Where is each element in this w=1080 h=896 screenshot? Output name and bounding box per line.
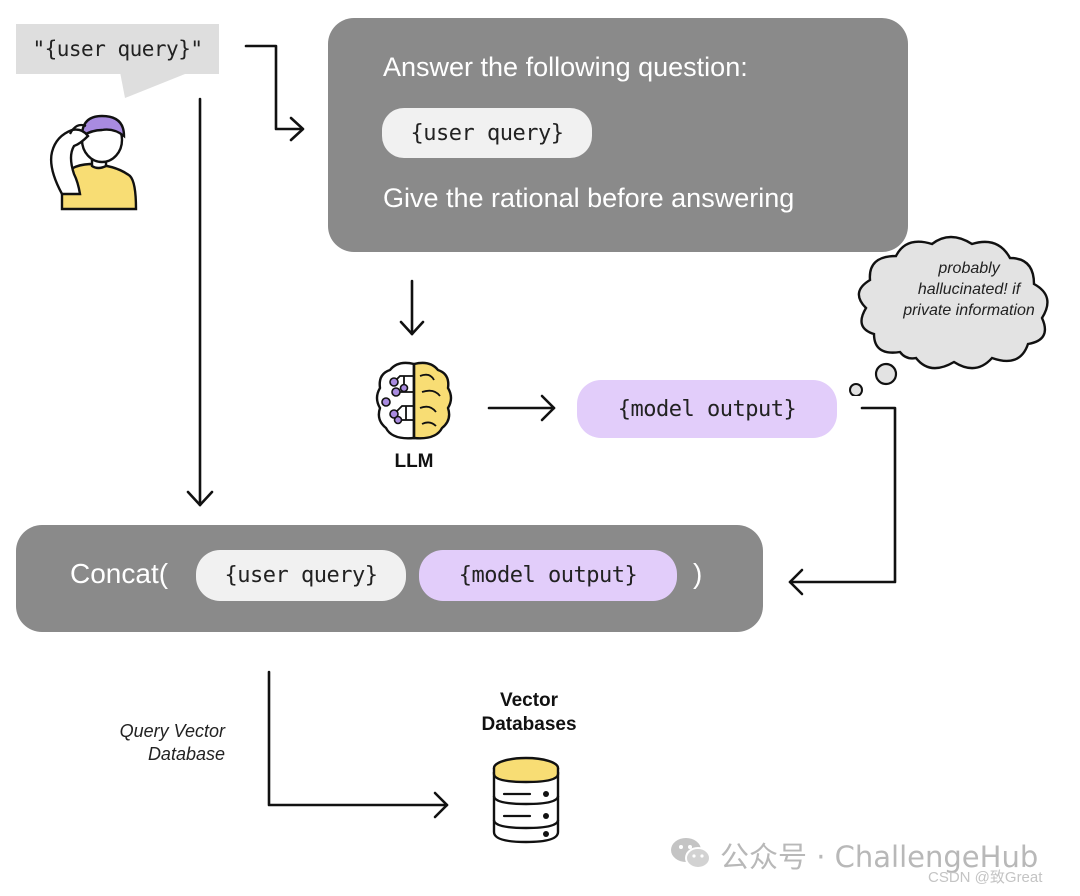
query-vector-label-line1: Query Vector — [119, 721, 225, 741]
vector-db-label-line1: Vector — [499, 690, 559, 711]
prompt-line-1: Answer the following question: — [383, 52, 748, 82]
speech-bubble-text: "{user query}" — [32, 37, 203, 61]
wechat-icon — [671, 838, 711, 869]
model-output-pill-text: {model output} — [617, 396, 797, 422]
model-output-pill: {model output} — [577, 380, 837, 438]
query-vector-label-line2: Database — [147, 744, 225, 764]
concat-open-label: Concat( — [70, 558, 169, 589]
vector-db-label-line2: Databases — [481, 714, 577, 735]
concat-close-label: ) — [693, 558, 703, 589]
speech-bubble-tail — [120, 72, 190, 98]
vector-db-label: Vector Databases — [464, 689, 594, 737]
arrow-prompt-to-llm-head — [399, 320, 425, 336]
arrow-output-to-concat-head — [788, 568, 804, 596]
csdn-watermark: CSDN @致Great — [928, 869, 1043, 886]
llm-label: LLM — [394, 451, 434, 472]
concat-output-pill: {model output} — [419, 550, 677, 601]
prompt-query-pill-text: {user query} — [410, 120, 564, 146]
concat-query-pill: {user query} — [196, 550, 406, 601]
person-icon — [49, 114, 138, 211]
arrow-user-to-prompt-head — [289, 116, 305, 142]
arrow-concat-to-db-head — [433, 791, 449, 819]
thought-cloud — [823, 235, 1049, 396]
watermark-text: 公众号 · ChallengeHub — [720, 840, 1039, 874]
arrow-user-to-prompt — [244, 44, 304, 131]
database-icon — [492, 756, 560, 844]
thought-text: probably hallucinated! if private inform… — [903, 260, 1035, 319]
brain-icon — [375, 361, 453, 440]
arrow-concat-to-db — [267, 670, 449, 807]
speech-bubble: "{user query}" — [16, 24, 219, 74]
arrow-llm-to-output-head — [540, 394, 556, 422]
prompt-line-2: Give the rational before answering — [383, 183, 795, 213]
query-vector-label: Query Vector Database — [80, 720, 225, 766]
prompt-query-pill: {user query} — [382, 108, 592, 158]
concat-query-pill-text: {user query} — [224, 563, 378, 588]
arrow-user-to-concat-head — [186, 490, 214, 507]
arrow-output-to-concat — [788, 406, 897, 584]
concat-output-pill-text: {model output} — [458, 563, 638, 588]
